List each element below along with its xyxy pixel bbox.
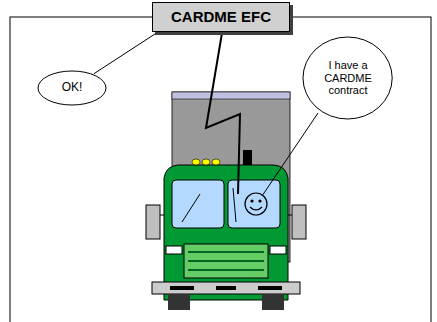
bumper-bar [258,286,282,290]
smiley-mouth [250,207,262,210]
title-text: CARDME EFC [171,8,271,25]
side-mirror [292,205,306,239]
windshield [172,180,224,228]
title-box: CARDME EFC [152,2,290,32]
radio-link-bolt [206,33,240,194]
smiley-driver [245,193,267,215]
bumper-bar [216,286,236,290]
bumper [152,282,300,294]
windshield [228,180,280,228]
roof-light [202,159,210,165]
bubble-text: I have a CARDME contract [320,59,376,97]
speech-tail [94,32,158,74]
outer-frame [10,17,431,322]
headlight [166,246,182,254]
grille [184,244,268,278]
bubble-ellipse [38,71,106,105]
speech-bubble: I have a CARDME contract [302,36,393,120]
wiper [233,188,236,222]
roof-light [192,159,200,165]
grille-bar [188,251,264,253]
grille-bar [188,260,264,262]
roof-light [212,159,220,165]
bubble-text: OK! [62,81,83,95]
wiper [182,194,200,222]
bumper-bar [170,286,194,290]
smiley-eye [250,199,253,202]
wheel [262,294,284,310]
side-mirror [146,205,160,239]
headlight [270,246,286,254]
grille-bar [188,269,264,271]
speech-tail [262,113,318,196]
bubble-ellipse [303,37,392,119]
cargo-roof [172,92,290,99]
exhaust-stack [243,150,252,166]
smiley-face [245,193,267,215]
wheel [168,294,190,310]
smiley-eye [258,199,261,202]
truck [146,92,306,310]
speech-bubble: OK! [37,70,107,106]
